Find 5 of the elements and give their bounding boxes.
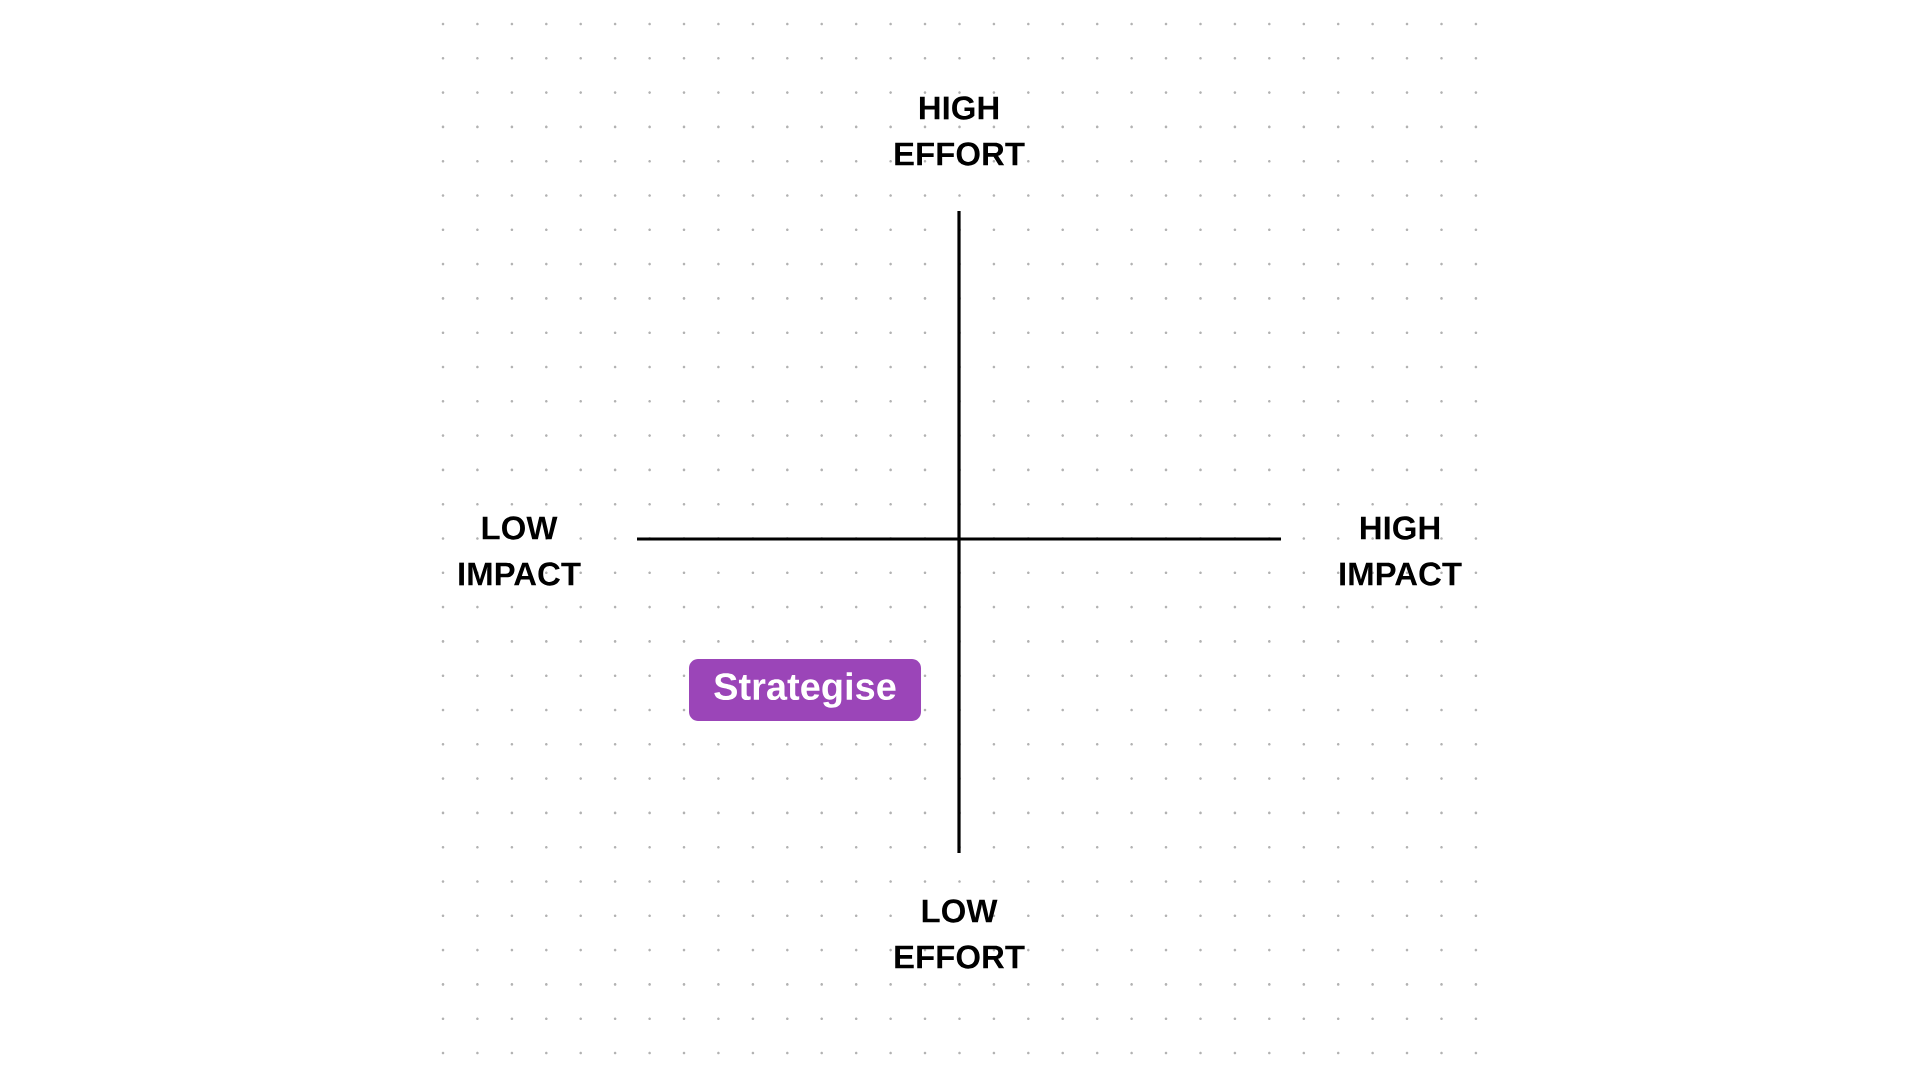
tag-box: Strategise	[689, 659, 921, 721]
axis-label: HIGH EFFORT	[895, 96, 1025, 166]
axis-label: HIGH IMPACT	[1340, 516, 1462, 586]
axis-label: LOW IMPACT	[459, 516, 581, 586]
axis-label: LOW EFFORT	[895, 899, 1025, 969]
